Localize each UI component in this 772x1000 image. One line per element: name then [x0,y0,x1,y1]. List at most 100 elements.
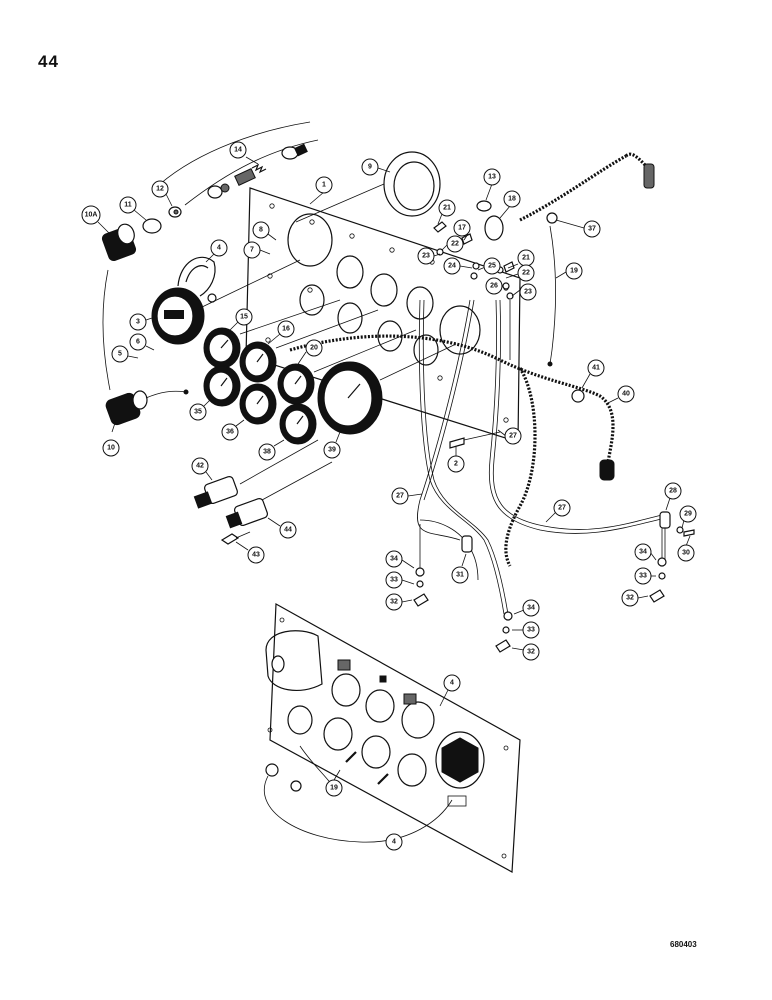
callout-10a: 10A [81,205,111,235]
svg-text:34: 34 [390,556,398,563]
svg-text:29: 29 [684,511,692,518]
callout-40: 40 [605,385,635,405]
svg-text:20: 20 [310,345,318,352]
svg-text:11: 11 [124,202,132,209]
callout-15: 15 [229,308,253,331]
svg-text:34: 34 [527,605,535,612]
svg-text:4: 4 [450,680,454,687]
callout-27a: 27 [497,427,522,445]
callout-8: 8 [252,221,277,241]
callout-12: 12 [151,180,173,207]
callout-3: 3 [129,313,153,331]
callout-33a: 33 [385,571,415,589]
callout-42: 42 [191,457,213,481]
callout-41: 41 [581,359,605,389]
callout-33c: 33 [634,567,656,585]
svg-text:9: 9 [368,164,372,171]
instrument-panel [245,187,521,443]
callout-18: 18 [499,190,521,219]
svg-text:23: 23 [524,289,532,296]
callout-37: 37 [555,219,601,238]
callout-30: 30 [677,535,695,562]
callout-5: 5 [111,345,139,363]
callout-27c: 27 [545,499,571,523]
key-switches [193,439,333,545]
callout-32c: 32 [621,589,649,607]
svg-text:14: 14 [234,147,242,154]
svg-text:25: 25 [488,263,496,270]
alignment-lines [199,259,457,381]
callout-19a: 19 [555,262,583,280]
svg-text:5: 5 [118,351,122,358]
svg-text:43: 43 [252,552,260,559]
callout-32a: 32 [385,593,413,611]
callout-21b: 21 [507,249,535,269]
svg-text:44: 44 [284,527,292,534]
svg-text:1: 1 [322,182,326,189]
svg-text:17: 17 [458,225,466,232]
rear-panel-view [263,603,521,873]
page-number: 44 [38,52,59,71]
svg-text:24: 24 [448,263,456,270]
callout-23a: 23 [417,247,441,265]
svg-text:2: 2 [454,461,458,468]
callout-34c: 34 [634,543,657,561]
svg-text:19: 19 [570,268,578,275]
braided-harness [289,152,655,567]
gauge-cluster [203,327,383,445]
svg-text:12: 12 [156,186,164,193]
svg-text:39: 39 [328,447,336,454]
svg-text:10: 10 [107,445,115,452]
svg-text:6: 6 [136,339,140,346]
callout-19b: 19 [325,769,343,797]
svg-text:10A: 10A [85,212,98,219]
figure-code: 680403 [670,940,697,949]
harness-14 [159,121,319,206]
svg-text:3: 3 [136,319,140,326]
bezel-ring [295,151,441,223]
callout-34b: 34 [513,599,540,617]
svg-text:28: 28 [669,488,677,495]
callout-28: 28 [664,482,682,511]
callout-14: 14 [229,141,259,165]
callout-35: 35 [189,399,211,421]
svg-text:7: 7 [250,247,254,254]
svg-text:32: 32 [527,649,535,656]
svg-text:13: 13 [488,174,496,181]
callout-36: 36 [221,419,245,441]
callout-43: 43 [235,541,265,564]
callout-25: 25 [477,257,501,275]
screw-2 [449,431,501,449]
svg-text:26: 26 [490,283,498,290]
callout-20: 20 [297,339,323,365]
svg-text:27: 27 [558,505,566,512]
svg-text:36: 36 [226,429,234,436]
svg-text:23: 23 [422,253,430,260]
oil-lines [417,299,671,615]
callout-31: 31 [451,553,469,584]
callout-44: 44 [267,517,297,539]
callout-27b: 27 [391,487,423,505]
svg-text:22: 22 [522,270,530,277]
callout-11: 11 [119,196,147,221]
svg-text:37: 37 [588,226,596,233]
callouts: 1 9 14 13 18 37 10A 11 12 21 21 8 7 4 22… [81,141,697,851]
svg-text:22: 22 [451,241,459,248]
callout-4c: 4 [385,833,403,851]
lamp-10 [102,269,189,426]
hour-meter [151,256,217,345]
callout-21a: 21 [437,199,456,225]
svg-text:21: 21 [522,255,530,262]
callout-39: 39 [323,431,341,459]
callout-2: 2 [447,446,465,473]
svg-text:32: 32 [626,595,634,602]
svg-text:16: 16 [282,326,290,333]
svg-text:42: 42 [196,463,204,470]
callout-29: 29 [679,505,697,529]
callout-23b: 23 [511,283,537,301]
svg-text:31: 31 [456,572,464,579]
svg-text:4: 4 [217,245,221,252]
svg-text:27: 27 [509,433,517,440]
